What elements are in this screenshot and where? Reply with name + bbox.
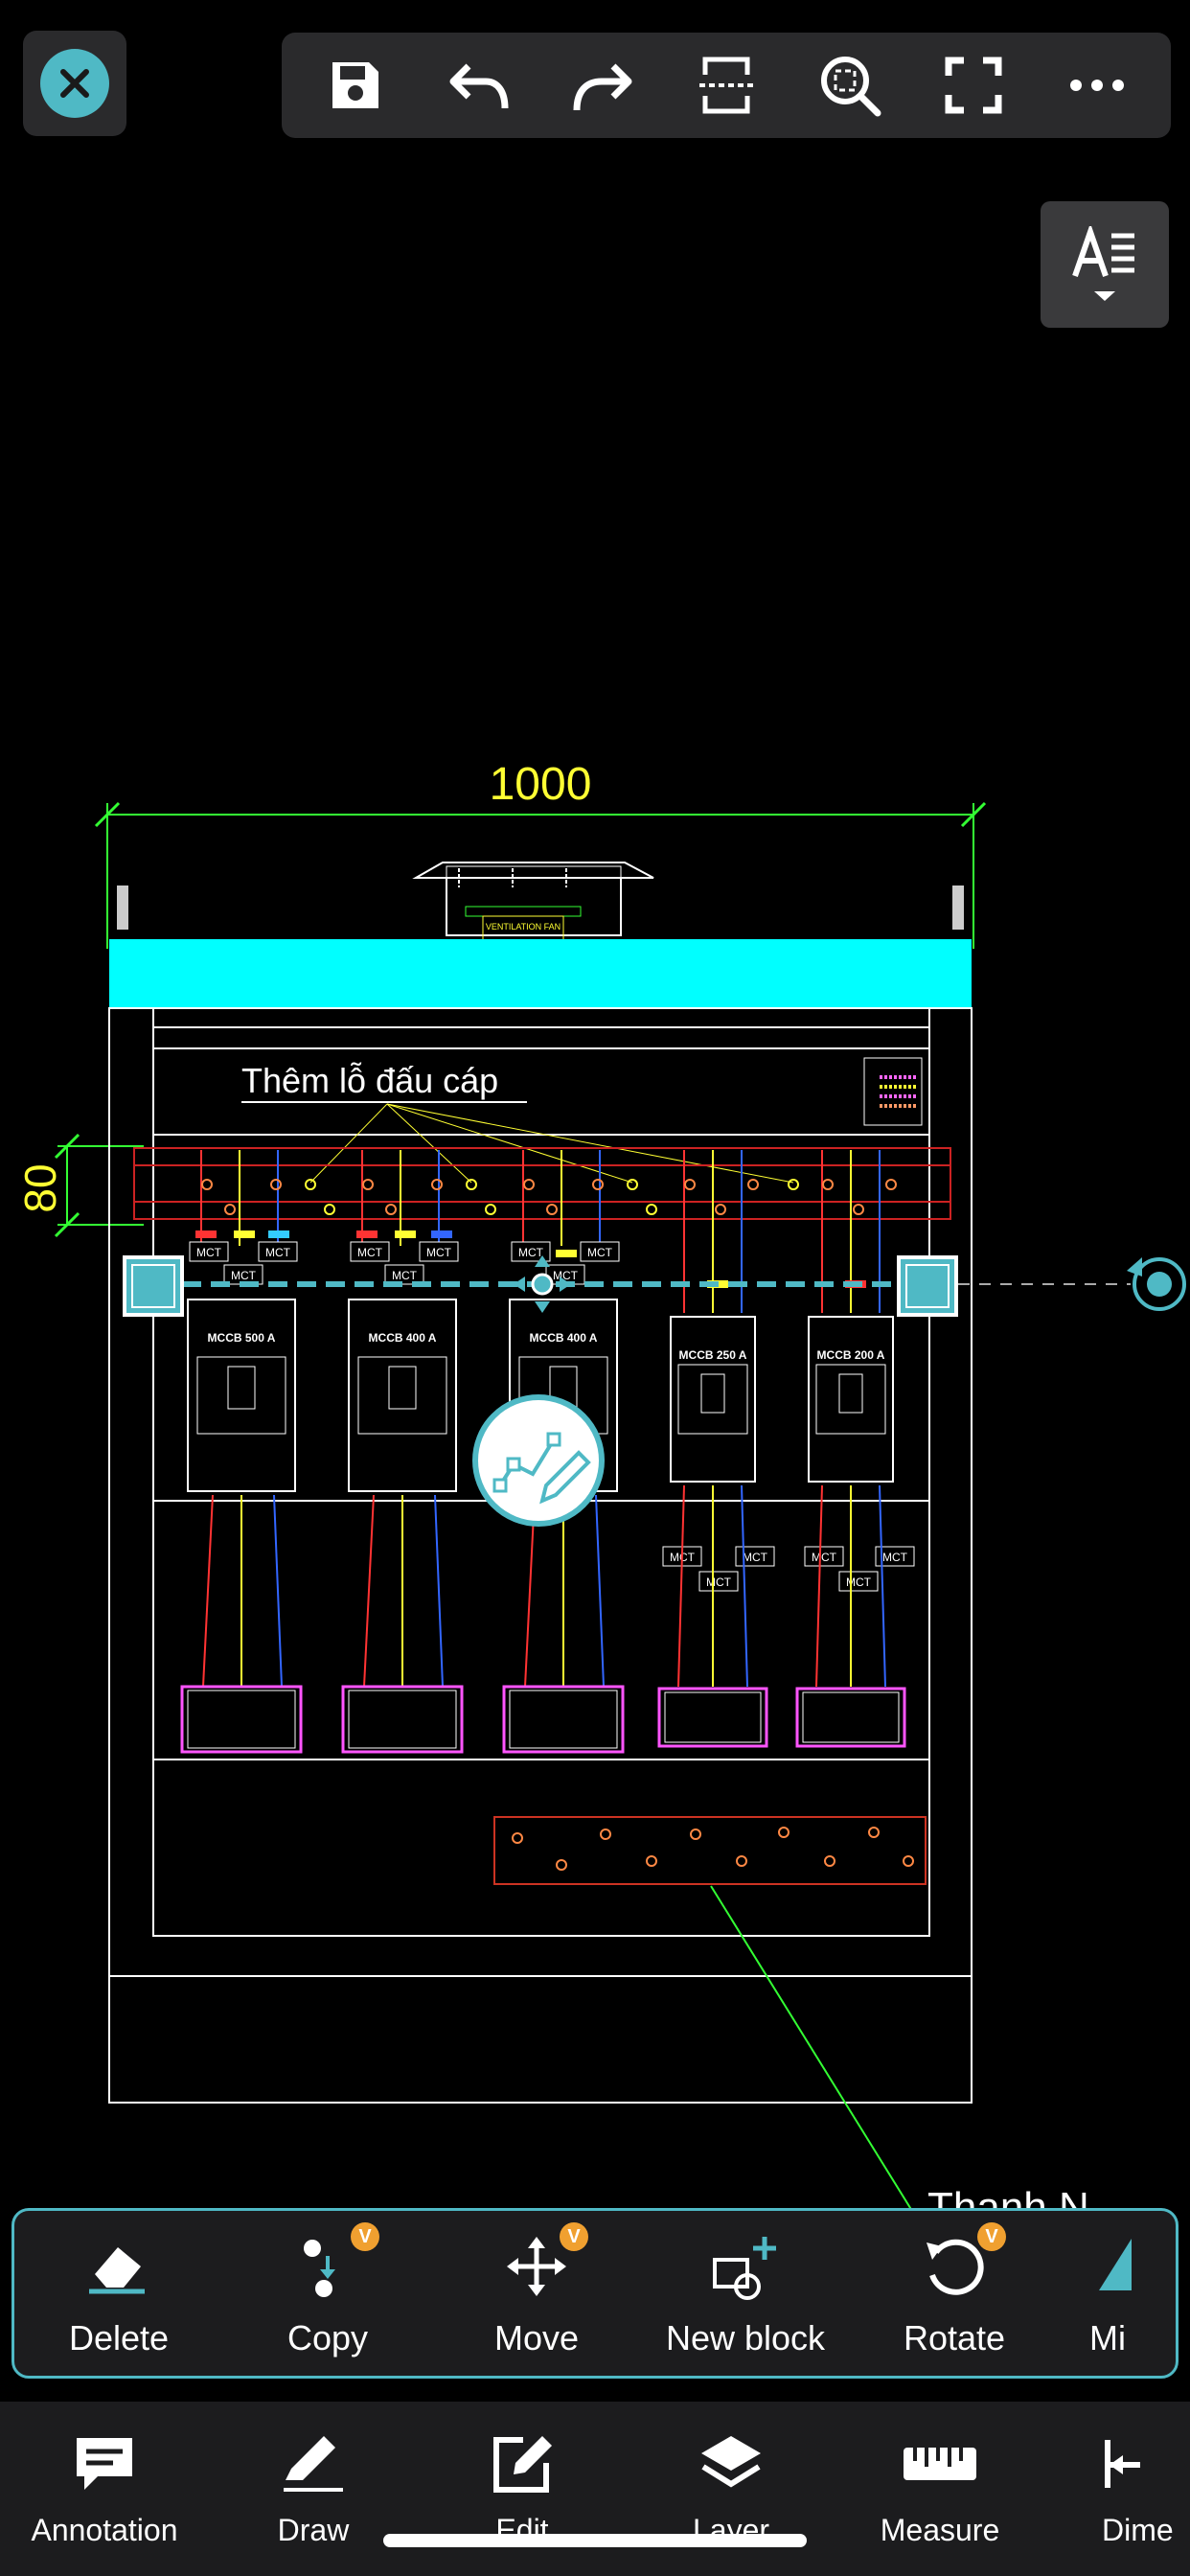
v-badge: V (977, 2222, 1006, 2251)
new-block-icon (707, 2228, 784, 2305)
new-block-button[interactable]: New block (641, 2212, 850, 2375)
breaker-label-1: MCCB 500 A (208, 1331, 276, 1345)
breaker-label-5: MCCB 200 A (817, 1348, 885, 1362)
grip-handle-mid[interactable] (514, 1255, 571, 1313)
breaker-label-4: MCCB 250 A (679, 1348, 747, 1362)
mct-label: MCT (196, 1246, 222, 1259)
mct-label: MCT (392, 1269, 418, 1282)
mct-label: MCT (265, 1246, 291, 1259)
redo-icon[interactable] (557, 39, 649, 131)
note-label: Thêm lỗ đấu cáp (241, 1061, 498, 1100)
rotate-icon: V (916, 2222, 1006, 2305)
move-button[interactable]: V Move (432, 2212, 641, 2375)
edit-polyline-icon[interactable] (472, 1394, 605, 1527)
home-indicator (383, 2534, 807, 2547)
new-block-label: New block (665, 2318, 826, 2358)
breaker-label-3: MCCB 400 A (530, 1331, 598, 1345)
neutral-busbar[interactable] (493, 1816, 927, 1885)
mct-label: MCT (357, 1246, 383, 1259)
chevron-down-icon (1094, 291, 1115, 301)
draw-icon (284, 2436, 343, 2492)
more-icon[interactable] (1051, 39, 1143, 131)
rotate-button[interactable]: V Rotate (850, 2212, 1059, 2375)
mct-label: MCT (882, 1551, 908, 1564)
dimension-label: Dime (1102, 2513, 1174, 2547)
mirror-button[interactable]: Mi (1059, 2212, 1176, 2375)
nav-edit[interactable]: Edit (418, 2402, 627, 2576)
copy-label: Copy (286, 2318, 369, 2358)
dimension-height-text: 80 (15, 1163, 65, 1212)
edit-icon (493, 2436, 552, 2493)
annotation-label: Annotation (31, 2513, 178, 2547)
measure-icon (904, 2448, 976, 2480)
breaker-label-2: MCCB 400 A (369, 1331, 437, 1345)
copy-icon: V (289, 2222, 379, 2305)
mct-label: MCT (231, 1269, 257, 1282)
nav-draw[interactable]: Draw (209, 2402, 418, 2576)
top-toolbar (282, 33, 1171, 138)
dimension-width[interactable]: 1000 (94, 759, 987, 949)
text-style-button[interactable] (1041, 201, 1169, 328)
ventilation-fan: VENTILATION FAN (412, 862, 654, 950)
delete-button[interactable]: Delete (14, 2212, 223, 2375)
mct-label: MCT (518, 1246, 544, 1259)
nav-layer[interactable]: Layer (627, 2402, 835, 2576)
move-label: Move (493, 2318, 580, 2358)
layer-icon (701, 2436, 761, 2488)
v-badge: V (560, 2222, 588, 2251)
dimension-icon (1105, 2440, 1140, 2488)
dimension-width-text: 1000 (490, 759, 592, 810)
section-icon[interactable] (680, 39, 772, 131)
vent-label: VENTILATION FAN (486, 922, 561, 932)
bottom-nav: Annotation Draw Edit Layer Measure Dime (0, 2402, 1190, 2576)
undo-icon[interactable] (433, 39, 525, 131)
nav-annotation[interactable]: Annotation (0, 2402, 209, 2576)
grip-handle-left[interactable] (123, 1255, 184, 1317)
cabinet-body[interactable] (108, 1007, 973, 2104)
nav-measure[interactable]: Measure (835, 2402, 1044, 2576)
save-icon[interactable] (309, 39, 401, 131)
delete-label: Delete (68, 2318, 170, 2358)
cabinet-roof[interactable] (109, 939, 972, 1008)
annotation-icon (77, 2438, 132, 2490)
zoom-extents-icon[interactable] (804, 39, 896, 131)
dimension-height[interactable]: 80 (15, 1133, 144, 1238)
mct-label: MCT (553, 1269, 579, 1282)
busbar[interactable] (133, 1147, 951, 1220)
mct-label: MCT (743, 1551, 768, 1564)
measure-label: Measure (880, 2513, 1000, 2547)
mct-label: MCT (426, 1246, 452, 1259)
mirror-label: Mi (1089, 2318, 1126, 2358)
move-icon: V (498, 2222, 588, 2305)
rotate-label: Rotate (903, 2318, 1006, 2358)
v-badge: V (351, 2222, 379, 2251)
rotate-handle-icon[interactable] (1127, 1257, 1186, 1311)
mct-label: MCT (706, 1576, 732, 1589)
mct-label: MCT (846, 1576, 872, 1589)
copy-button[interactable]: V Copy (223, 2212, 432, 2375)
text-style-icon (1072, 226, 1134, 277)
edit-ribbon: Delete V Copy V Move New block V Rotate … (11, 2208, 1179, 2379)
fullscreen-icon[interactable] (927, 39, 1019, 131)
close-icon (40, 49, 109, 118)
mct-label: MCT (587, 1246, 613, 1259)
draw-label: Draw (277, 2513, 350, 2547)
mirror-icon (1089, 2228, 1166, 2305)
eraser-icon (80, 2228, 157, 2305)
grip-handle-right[interactable] (897, 1255, 958, 1317)
mct-label: MCT (812, 1551, 837, 1564)
close-button[interactable] (23, 31, 126, 136)
nav-dimension[interactable]: Dime (1044, 2402, 1190, 2576)
